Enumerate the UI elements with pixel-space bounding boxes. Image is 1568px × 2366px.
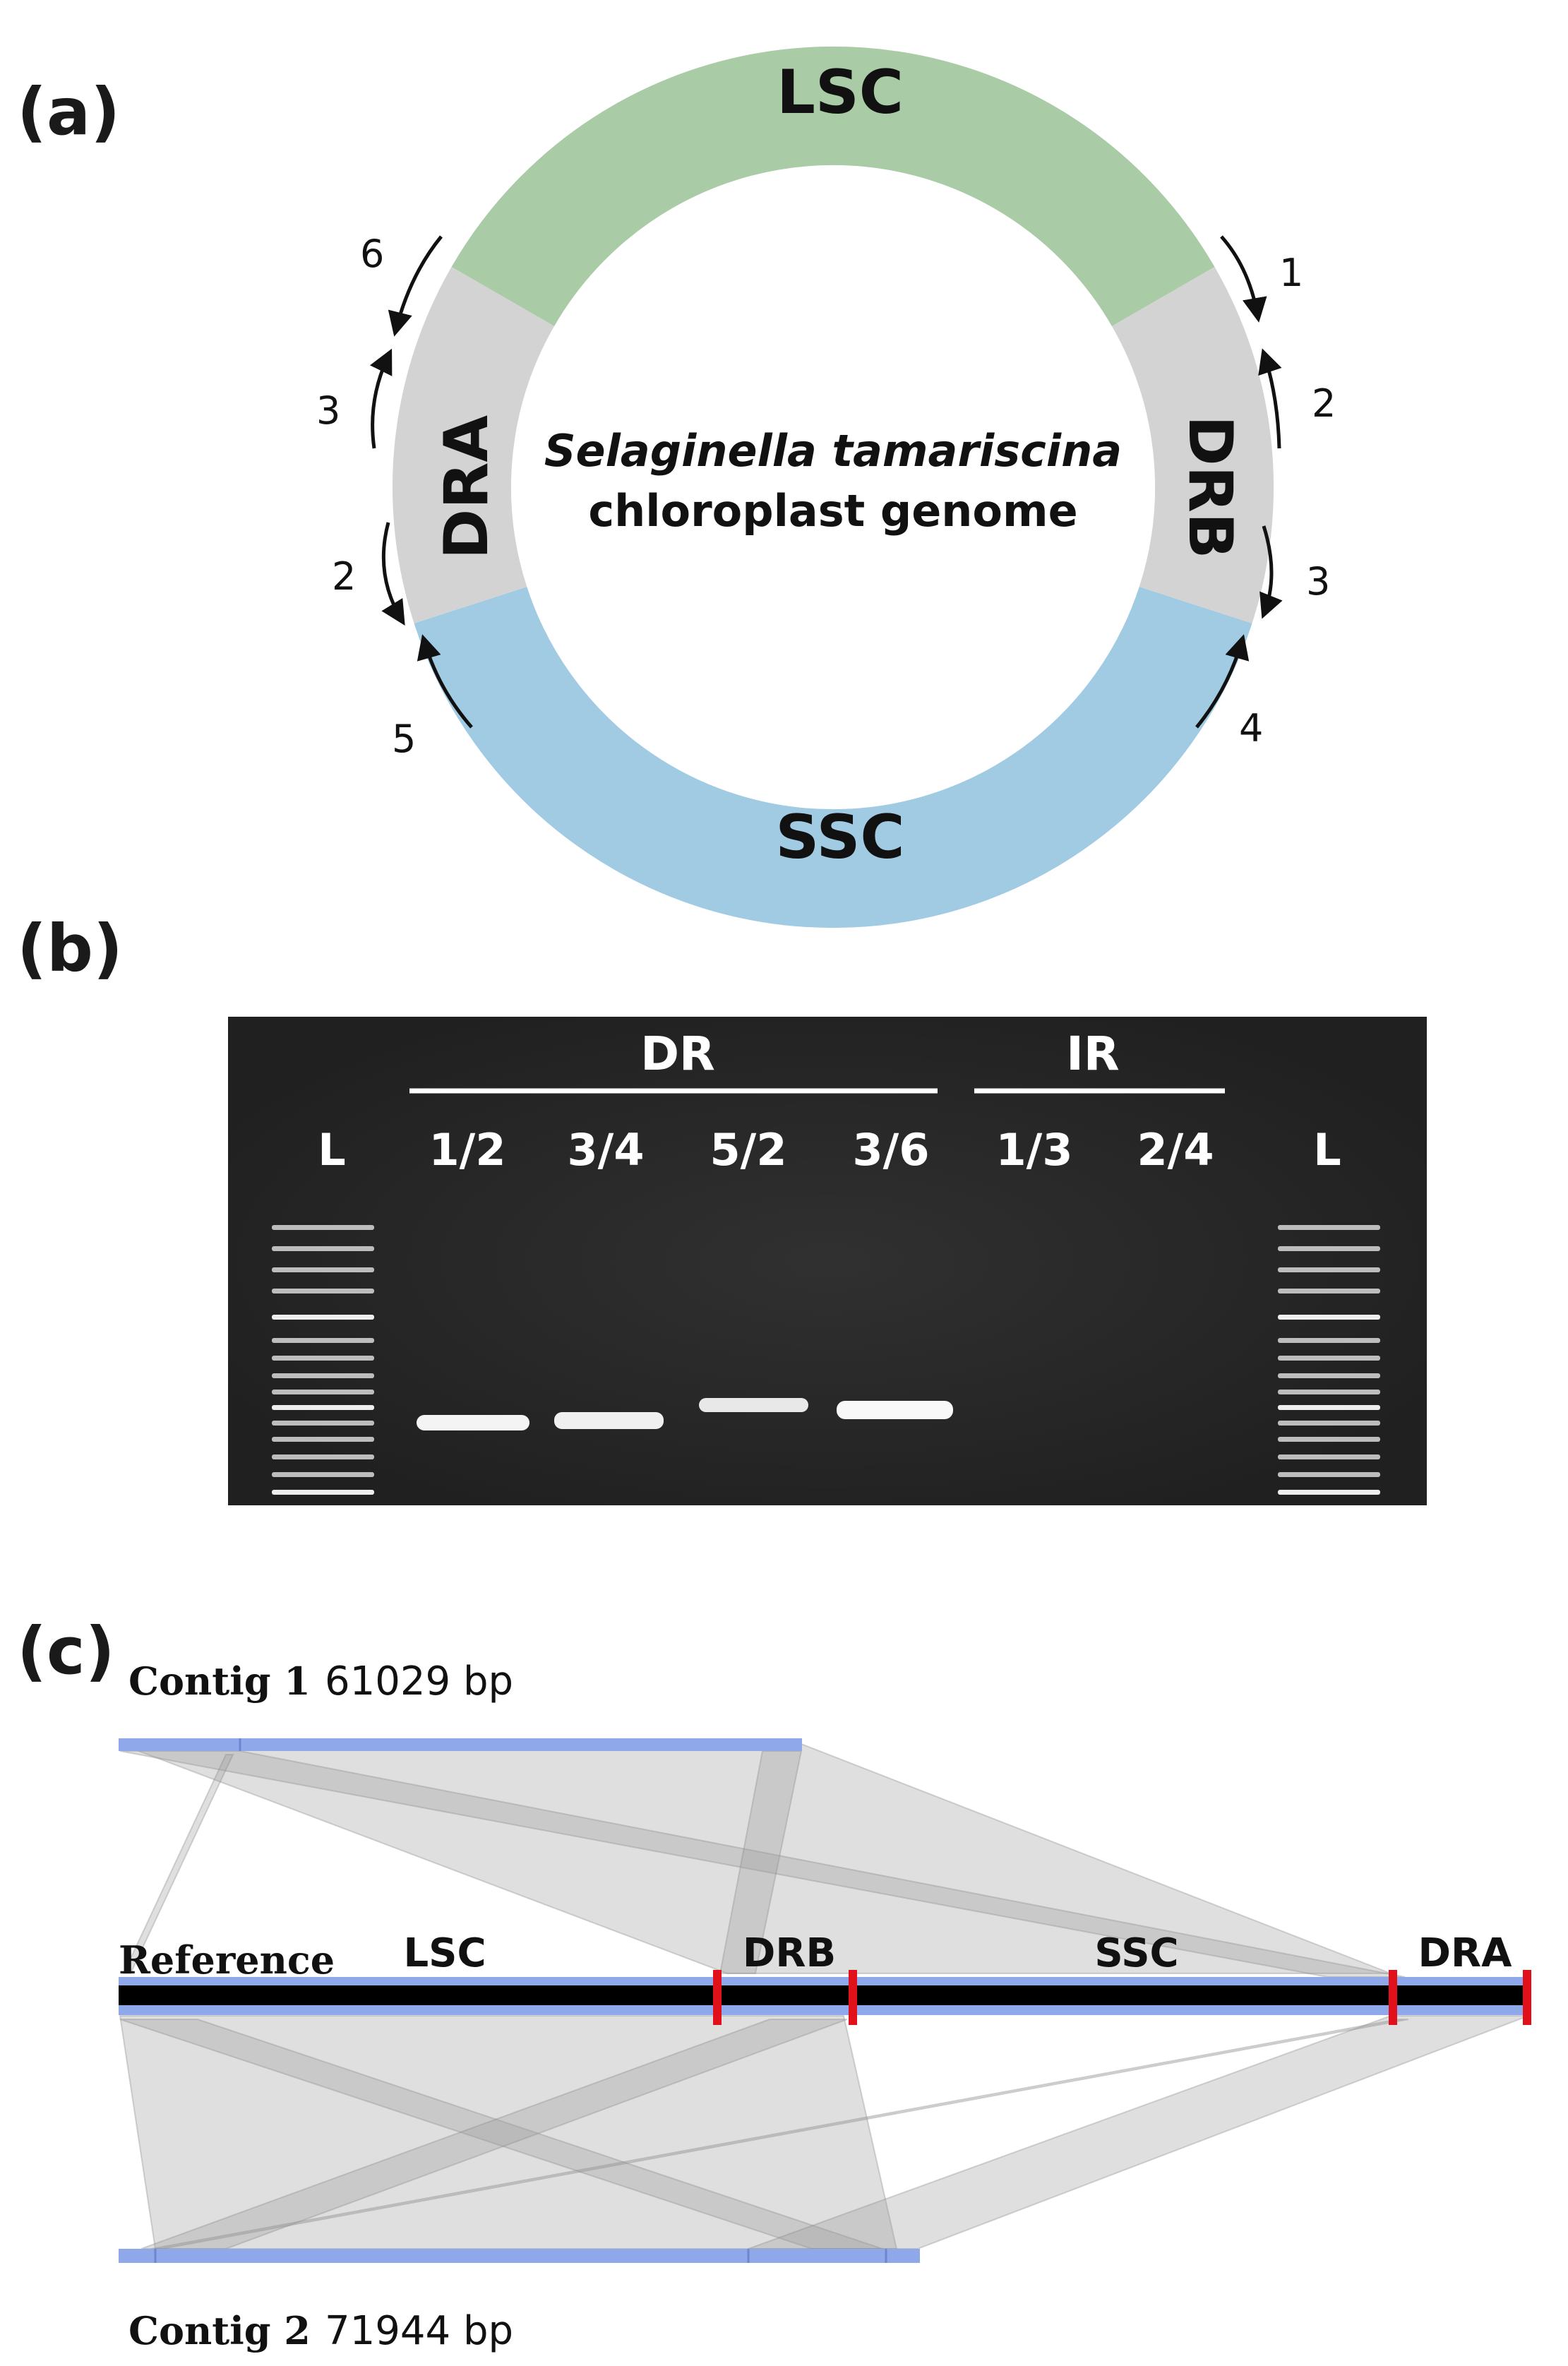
gel-lane-5-2: 5/2 — [710, 1124, 787, 1176]
ladder-band — [272, 1405, 374, 1410]
panel-b-label: (b) — [17, 911, 123, 986]
contig1-track — [119, 1738, 802, 1751]
boundary-dra-end — [1523, 1970, 1531, 2025]
panel-a-label: (a) — [17, 74, 120, 150]
ladder-band — [1278, 1437, 1380, 1442]
gel-lane-3-6: 3/6 — [853, 1124, 930, 1176]
ladder-band — [1278, 1405, 1380, 1410]
ladder-band — [272, 1246, 374, 1251]
ladder-band — [272, 1315, 374, 1320]
dra-label: DRA — [431, 414, 502, 559]
boundary-ssc-dra — [1389, 1970, 1397, 2025]
drb-segment — [1111, 267, 1274, 623]
primer-arrows — [369, 235, 1283, 729]
ladder-band — [1278, 1246, 1380, 1251]
panel-c-label: (c) — [17, 1613, 115, 1689]
ladder-band — [272, 1338, 374, 1343]
gel-band-3-6 — [837, 1401, 953, 1419]
gel-group-dr: DR — [640, 1027, 715, 1081]
ref-region-drb: DRB — [743, 1930, 836, 1976]
ladder-band — [272, 1356, 374, 1361]
contig2-size: 71944 bp — [325, 2308, 513, 2354]
lsc-segment — [451, 47, 1215, 327]
ladder-bands-right — [1278, 1225, 1380, 1495]
gel-band-1-2 — [417, 1415, 529, 1430]
ref-region-ssc: SSC — [1094, 1930, 1178, 1976]
species-name: Selaginella tamariscina — [544, 425, 1122, 477]
ladder-band — [272, 1437, 374, 1442]
ladder-band — [1278, 1225, 1380, 1230]
reference-line — [119, 1985, 1531, 2005]
genome-subtitle: chloroplast genome — [588, 485, 1077, 537]
contig2-name: Contig 2 — [128, 2308, 311, 2353]
contig1-name: Contig 1 — [128, 1659, 311, 1704]
ladder-band — [1278, 1490, 1380, 1495]
ladder-band — [1278, 1454, 1380, 1459]
primer-label-4: 4 — [1239, 706, 1263, 751]
contig1-size: 61029 bp — [325, 1659, 513, 1704]
primer-arrow-3-left — [369, 348, 393, 449]
primer-label-5: 5 — [392, 717, 416, 761]
primer-arrow-5 — [417, 634, 473, 729]
ladder-band — [272, 1225, 374, 1230]
ladder-band — [272, 1454, 374, 1459]
reference-name: Reference — [119, 1937, 335, 1983]
gel-lane-ladder-left: L — [318, 1124, 346, 1176]
primer-arrow-2-left — [381, 522, 405, 626]
ssc-segment — [414, 586, 1252, 928]
boundary-lsc-drb — [713, 1970, 722, 2025]
ladder-band — [272, 1390, 374, 1394]
ladder-band — [1278, 1338, 1380, 1343]
ladder-band — [1278, 1267, 1380, 1272]
drb-label: DRB — [1175, 415, 1245, 558]
gel-image: DR IR L 1/2 3/4 5/2 3/6 1/3 2/4 L — [228, 1017, 1427, 1505]
ladder-band — [272, 1472, 374, 1477]
ladder-band — [1278, 1472, 1380, 1477]
lsc-label: LSC — [777, 57, 904, 128]
primer-arrow-1 — [1220, 235, 1267, 323]
gel-band-3-4 — [554, 1412, 664, 1429]
primer-arrow-4 — [1195, 634, 1250, 729]
ref-region-dra: DRA — [1418, 1930, 1513, 1976]
contig2-track — [119, 2249, 920, 2263]
ladder-band — [1278, 1315, 1380, 1320]
ladder-band — [272, 1267, 374, 1272]
ladder-band — [272, 1490, 374, 1495]
ladder-bands-left — [272, 1225, 374, 1495]
ladder-band — [272, 1289, 374, 1293]
ladder-band — [1278, 1373, 1380, 1378]
genome-circle — [392, 47, 1274, 928]
ladder-band — [272, 1421, 374, 1426]
ladder-band — [272, 1373, 374, 1378]
primer-label-6: 6 — [360, 232, 384, 276]
ref-region-lsc: LSC — [403, 1930, 486, 1976]
ladder-band — [1278, 1289, 1380, 1293]
primer-label-2-left: 2 — [332, 554, 356, 599]
primer-label-1: 1 — [1279, 251, 1303, 295]
ribbon-c1-thin — [122, 1754, 234, 1974]
gel-lane-2-4: 2/4 — [1137, 1124, 1214, 1176]
gel-lane-3-4: 3/4 — [568, 1124, 645, 1176]
primer-label-3-left: 3 — [316, 388, 340, 433]
ladder-band — [1278, 1421, 1380, 1426]
gel-band-5-2 — [699, 1398, 808, 1412]
gel-lane-1-3: 1/3 — [996, 1124, 1073, 1176]
primer-arrow-6 — [388, 235, 443, 337]
gel-group-ir: IR — [1066, 1027, 1119, 1081]
ladder-band — [1278, 1356, 1380, 1361]
gel-lane-ladder-right: L — [1313, 1124, 1341, 1176]
ssc-label: SSC — [775, 802, 904, 873]
primer-arrow-2 — [1258, 348, 1282, 449]
ladder-band — [1278, 1390, 1380, 1394]
reference-track-bottom — [119, 2004, 1531, 2015]
primer-label-3: 3 — [1306, 559, 1330, 604]
boundary-drb-ssc — [849, 1970, 857, 2025]
gel-lane-1-2: 1/2 — [429, 1124, 506, 1176]
primer-arrow-3 — [1259, 525, 1283, 619]
dra-segment — [392, 267, 555, 623]
primer-label-2: 2 — [1312, 381, 1336, 426]
alignment-ribbons — [119, 1743, 1529, 2250]
